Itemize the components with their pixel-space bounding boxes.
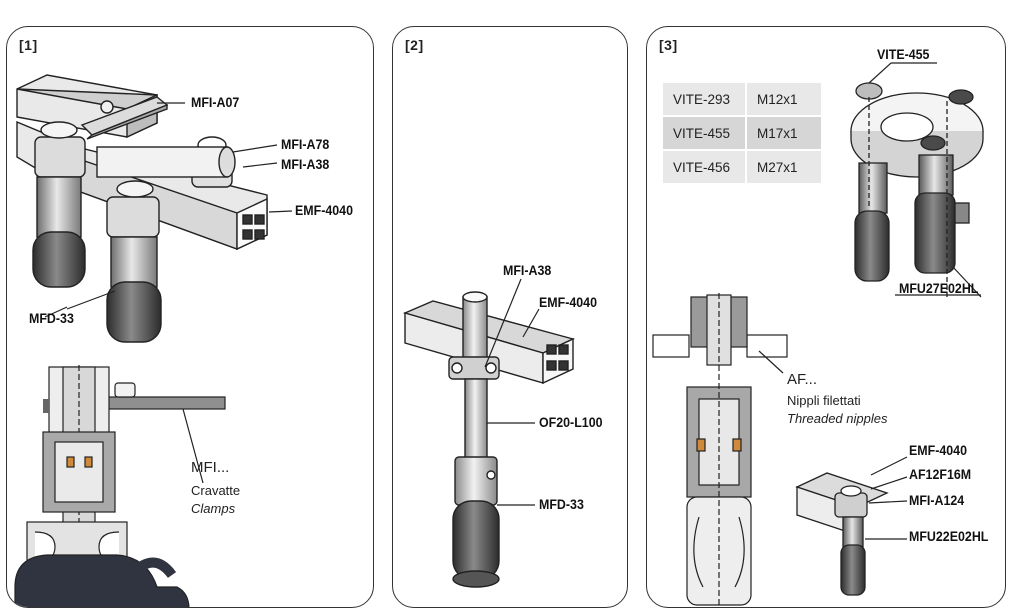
label-emf-4040: EMF-4040: [909, 443, 967, 458]
caption-english: Threaded nipples: [787, 411, 888, 426]
label-emf-4040: EMF-4040: [539, 295, 597, 310]
table-cell-thread: M27x1: [747, 151, 821, 183]
vite-thread-table: VITE-293 M12x1 VITE-455 M17x1 VITE-456 M…: [661, 81, 823, 185]
table-cell-thread: M17x1: [747, 117, 821, 149]
label-mfi-a38: MFI-A38: [281, 157, 330, 172]
label-mfd-33: MFD-33: [539, 497, 584, 512]
label-mfu22e02hl: MFU22E02HL: [909, 529, 989, 544]
table-row: VITE-456 M27x1: [663, 151, 821, 183]
label-vite-455: VITE-455: [877, 47, 930, 62]
label-af12f16m: AF12F16M: [909, 467, 972, 482]
panel-2: [2]: [392, 26, 628, 608]
panel-3: [3] VITE-293 M12x1 VITE-455 M17x1 VITE-4…: [646, 26, 1006, 608]
label-of20-l100: OF20-L100: [539, 415, 603, 430]
label-emf-4040: EMF-4040: [295, 203, 353, 218]
label-mfu27e02hl: MFU27E02HL: [899, 281, 979, 296]
label-mfi-a78: MFI-A78: [281, 137, 330, 152]
panel-number: [1]: [19, 37, 38, 53]
caption-af-code: AF...: [787, 371, 818, 388]
label-mfi-a38: MFI-A38: [503, 263, 552, 278]
table-cell-thread: M12x1: [747, 83, 821, 115]
table-cell-code: VITE-456: [663, 151, 745, 183]
label-mfd-33: MFD-33: [29, 311, 74, 326]
caption-italian: Cravatte: [191, 483, 241, 498]
caption-italian: Nippli filettati: [787, 393, 861, 408]
table-cell-code: VITE-455: [663, 117, 745, 149]
table-row: VITE-293 M12x1: [663, 83, 821, 115]
panel-2-illustration: [402, 278, 576, 588]
panel-1: [1]: [6, 26, 374, 608]
table-row: VITE-455 M17x1: [663, 117, 821, 149]
caption-english: Clamps: [191, 501, 236, 516]
label-mfi-a07: MFI-A07: [191, 95, 240, 110]
panel-3-illustration: [652, 62, 984, 607]
label-mfi-a124: MFI-A124: [909, 493, 965, 508]
caption-mfi-code: MFI...: [191, 459, 230, 476]
panel-1-illustration: [14, 74, 293, 607]
table-cell-code: VITE-293: [663, 83, 745, 115]
panel-number: [2]: [405, 37, 424, 53]
panel-number: [3]: [659, 37, 678, 53]
